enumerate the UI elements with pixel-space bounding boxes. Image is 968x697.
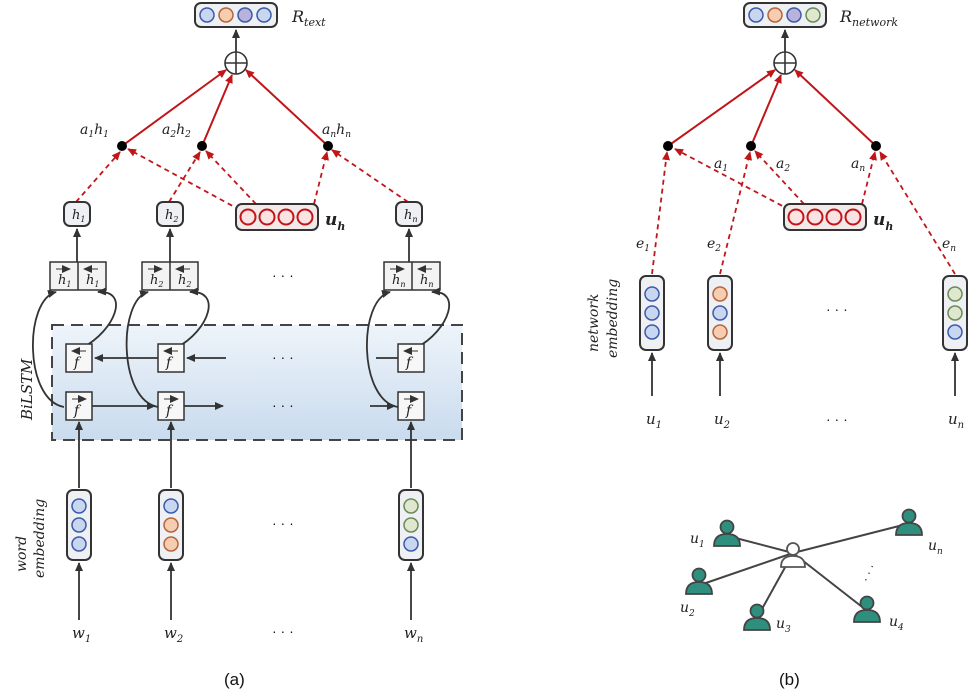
sum-operator [224,51,248,75]
ellipsis-embedding: · · · [272,515,294,531]
network-embedding-2 [707,275,733,351]
edge-label-n: en [942,236,956,254]
svg-text:hn: hn [420,273,434,289]
svg-text:f: f [405,355,414,371]
attn-point-2 [746,141,756,151]
graph-label-u1: u1 [690,531,705,550]
weighted-label-1: a1h1 [80,122,109,140]
user-icon-n [895,508,923,536]
svg-text:h1: h1 [86,273,99,289]
svg-text:f: f [165,403,174,419]
input-user-2: u2 [714,410,730,431]
svg-text:f: f [405,403,414,419]
word-embedding-n [398,489,424,561]
attn-point-1 [663,141,673,151]
graph-label-u4: u4 [889,614,904,633]
concat-state-n: hn hn [383,261,441,291]
word-embedding-1 [66,489,92,561]
input-word-n: wn [404,624,423,645]
ellipsis-inputs: · · · [272,623,294,639]
edge-label-1: e1 [636,236,650,254]
concat-state-2: h2 h2 [141,261,199,291]
user-graph: u1 un u2 u3 u4 · · · [680,508,943,635]
embedding-label-a-1: word [14,536,30,572]
weighted-point-2 [197,141,207,151]
embedding-label-a-2: embedding [32,499,48,578]
graph-label-un: un [928,538,943,557]
query-vector-a [235,203,319,231]
attn-label-n: an [851,156,865,174]
concat-state-1: h1 h1 [49,261,107,291]
input-user-1: u1 [646,410,662,431]
center-user-icon [780,542,806,568]
svg-text:h2: h2 [150,273,163,289]
graph-ellipsis: · · · [858,561,879,584]
word-embedding-2 [158,489,184,561]
output-label-network: Rnetwork [839,7,898,29]
graph-label-u2: u2 [680,600,695,619]
graph-label-u3: u3 [776,616,791,635]
ellipsis-concat: · · · [272,267,294,283]
query-label-b: uh [873,210,893,233]
ellipsis-user-inputs: · · · [826,411,848,427]
input-user-n: un [948,410,964,431]
user-icon-2 [685,567,713,595]
svg-text:f: f [73,403,82,419]
network-embedding-1 [639,275,665,351]
user-icon-1 [713,519,741,547]
user-icon-4 [853,595,881,623]
svg-text:hn: hn [392,273,406,289]
forward-cell-1: f [65,391,93,421]
bilstm-block [51,324,463,441]
caption-b: (b) [779,670,800,689]
output-vector-text [194,2,278,28]
embedding-label-b-1: network [586,293,602,352]
forward-cell-2: f [157,391,185,421]
output-vector-network [743,2,827,28]
svg-text:h1: h1 [72,208,85,224]
hidden-state-2: h2 [156,201,184,227]
backward-cell-n: f [397,343,425,373]
ellipsis-backward: · · · [272,349,294,365]
edge-label-2: e2 [707,236,721,254]
input-word-1: w1 [72,624,91,645]
hidden-state-n: hn [395,201,423,227]
ellipsis-network-embedding: · · · [826,301,848,317]
query-vector-b [783,203,867,231]
ellipsis-forward: · · · [272,397,294,413]
attn-label-2: a2 [776,156,790,174]
svg-text:h2: h2 [165,208,178,224]
weighted-label-2: a2h2 [162,122,191,140]
backward-cell-2: f [157,343,185,373]
input-word-2: w2 [164,624,183,645]
attn-point-n [871,141,881,151]
output-label-text: Rtext [291,7,326,29]
backward-cell-1: f [65,343,93,373]
weighted-point-n [323,141,333,151]
bilstm-label: BiLSTM [18,358,36,421]
panel-b: Rnetwork a1 a2 an e1 e2 en [586,2,968,689]
svg-text:hn: hn [404,208,418,224]
weighted-label-n: anhn [322,122,351,140]
forward-cell-n: f [397,391,425,421]
embedding-label-b-2: embedding [605,279,621,358]
panel-a: Rtext a1h1 a2h2 anhn [14,2,463,689]
caption-a: (a) [224,670,245,689]
svg-text:f: f [73,355,82,371]
weighted-point-1 [117,141,127,151]
svg-text:h2: h2 [178,273,191,289]
network-embedding-n [942,275,968,351]
user-icon-3 [743,603,771,631]
sum-operator-b [773,51,797,75]
svg-text:f: f [165,355,174,371]
attn-label-1: a1 [714,156,728,174]
svg-text:h1: h1 [58,273,71,289]
hidden-state-1: h1 [63,201,91,227]
query-label-a: uh [325,210,345,233]
